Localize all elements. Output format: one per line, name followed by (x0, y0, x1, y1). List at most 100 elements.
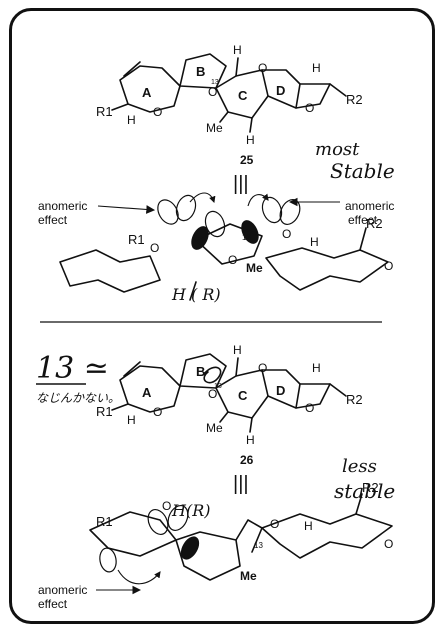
note-13-approx: 13 ≃ (36, 351, 109, 386)
bond-r1-25 (111, 103, 129, 111)
curved-arrow-26 (117, 569, 161, 585)
effect-label-right: effect (348, 213, 378, 227)
oxygen-d-25: O (305, 101, 314, 115)
ring-label-a-25: A (142, 85, 152, 100)
bond-h-bottom-26 (249, 417, 253, 433)
conf-o1-26: O (162, 499, 171, 513)
oxygen-d-26: O (305, 401, 314, 415)
conf-o3-26: O (384, 537, 393, 551)
conf-r2-25: R2 (366, 216, 383, 231)
stereo-note-26: H(R) (171, 501, 210, 520)
ring-a-26 (119, 365, 181, 413)
h-bottom-26: H (246, 433, 255, 447)
methyl-26: Me (206, 421, 223, 435)
ring-d2-25 (295, 83, 331, 109)
chair-right-26 (261, 513, 393, 559)
scribble-c13-26 (203, 366, 222, 384)
ring-label-c-26: C (238, 388, 248, 403)
bond-r2-26 (329, 383, 347, 397)
ring-label-c-25: C (238, 88, 248, 103)
ring-label-b-26: B (196, 364, 205, 379)
h-top-25: H (233, 43, 242, 57)
ring-label-a-26: A (142, 385, 152, 400)
thf-ring-25 (195, 223, 263, 265)
h-top-26: H (233, 343, 242, 357)
note-most: most (315, 139, 360, 160)
oxygen-c-25: O (258, 61, 267, 75)
bond-r1-26 (111, 403, 129, 411)
spiro-locant-25: 13 (211, 79, 219, 86)
conf-o1-25: O (150, 241, 159, 255)
chair-right-25 (265, 247, 389, 291)
orbital-26-1 (147, 509, 169, 535)
oxygen-c-26: O (258, 361, 267, 375)
conf-r1-25: R1 (128, 232, 145, 247)
h-left-26: H (127, 413, 136, 427)
bond-r2-up-26 (355, 493, 363, 515)
ring-b-25 (179, 53, 227, 89)
orbital-26-3 (180, 536, 200, 560)
note-japanese: なじんかない。 (36, 391, 120, 405)
conf-locant-26: 13 (254, 541, 263, 550)
ring-label-d-26: D (276, 383, 285, 398)
equivalence-25: ||| (233, 173, 249, 195)
orbital-26-2 (167, 505, 189, 531)
curved-arrow-left (189, 192, 216, 204)
bond-h-top-26 (235, 357, 239, 377)
substituent-r1-26: R1 (96, 404, 113, 419)
bond-r2-up-25 (359, 227, 367, 251)
bond-h-top-25 (235, 57, 239, 77)
conf-o4-25: O (384, 259, 393, 273)
conf-r1-26: R1 (96, 514, 113, 529)
substituent-r1-25: R1 (96, 104, 113, 119)
conf-h-26: H (304, 519, 313, 533)
bond-me-26 (219, 411, 229, 423)
compound-number-26: 26 (240, 453, 254, 467)
equivalence-26: ||| (233, 473, 249, 495)
bond-me-25 (219, 111, 229, 123)
figure-frame (9, 8, 435, 624)
spiro-link-26 (235, 519, 263, 541)
anomeric-label-right: anomeric (345, 199, 394, 213)
ring-label-d-25: D (276, 83, 285, 98)
ring-label-b-25: B (196, 64, 205, 79)
substituent-r2-26: R2 (346, 392, 363, 407)
bond-me-26b (251, 527, 263, 553)
conf-h-25: H (310, 235, 319, 249)
oxygen-a-26: O (153, 405, 162, 419)
thf-ring-26 (175, 531, 241, 581)
spiro-locant-26: 13 (214, 383, 222, 390)
chair-left-25 (59, 249, 161, 293)
h-bottom-25: H (246, 133, 255, 147)
anomeric-label-left: anomeric (38, 199, 87, 213)
effect-label-left: effect (38, 213, 68, 227)
ring-b-26 (179, 353, 227, 389)
conf-o2-26: O (270, 517, 279, 531)
stereo-note-25: H ( R) (171, 285, 221, 304)
methyl-25: Me (206, 121, 223, 135)
double-bond-25 (123, 61, 141, 77)
conformer-26: anomeric effect R1 R2 13 Me H O O O H(R) (38, 480, 393, 611)
note-stable-26: stable (334, 479, 395, 503)
bond-r2-25 (329, 83, 347, 97)
conf-methyl-25: Me (246, 261, 263, 275)
h-left-25: H (127, 113, 136, 127)
structure-25: A B C D 13 R1 R2 Me H H H H O O O O 25 (96, 43, 363, 167)
orbital-left-2 (175, 194, 197, 222)
structure-26: A B C D 13 R1 R2 Me H H H H O O O O 26 (96, 343, 363, 467)
note-less: less (342, 456, 377, 477)
bond-h-bottom-25 (249, 117, 253, 133)
orbital-left-1 (157, 199, 179, 225)
h-right-26: H (312, 361, 321, 375)
oxygen-b-26: O (208, 387, 217, 401)
ring-d2-26 (295, 383, 331, 409)
conf-o2-25: O (228, 253, 237, 267)
arrow-anomeric-left (97, 205, 156, 214)
h-right-25: H (312, 61, 321, 75)
conf-o3-25: O (282, 227, 291, 241)
orbital-left-4 (204, 210, 226, 238)
compound-number-25: 25 (240, 153, 254, 167)
conf-r2-26: R2 (362, 480, 379, 495)
